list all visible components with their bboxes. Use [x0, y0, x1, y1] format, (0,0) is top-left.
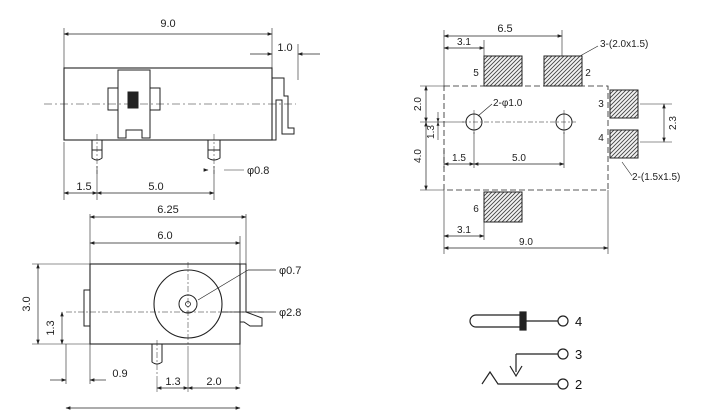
fp-dim-left-lower: 4.0 — [413, 149, 424, 163]
side-dim-pin-offset: 1.5 — [76, 181, 91, 193]
front-dim-pin-hole: φ0.7 — [279, 265, 301, 277]
fp-dim-hole-offset: 1.5 — [452, 153, 466, 164]
fp-dim-hole-pitch: 5.0 — [512, 153, 526, 164]
pcb-footprint — [420, 30, 672, 254]
schematic-pin-4: 4 — [575, 314, 582, 329]
side-dim-tab: 1.0 — [277, 42, 292, 54]
pad-5 — [483, 55, 523, 87]
pad-6 — [483, 191, 523, 223]
front-view — [32, 214, 276, 410]
side-dim-pin-pitch: 5.0 — [148, 181, 163, 193]
fp-dim-pad-offset-top: 3.1 — [457, 37, 471, 48]
front-dim-overall-width: 6.25 — [157, 204, 178, 216]
side-view — [44, 28, 320, 200]
fp-hole-label: 2-φ1.0 — [493, 98, 523, 109]
schematic-pin-3: 3 — [575, 347, 582, 362]
schematic-symbol — [469, 311, 569, 390]
pad-3 — [609, 89, 639, 119]
side-dim-pin-dia: φ0.8 — [247, 165, 269, 177]
front-dim-center-height: 1.3 — [45, 320, 57, 335]
fp-dim-pad-span: 6.5 — [497, 23, 512, 35]
side-dim-length: 9.0 — [160, 18, 175, 30]
fp-dim-overall: 9.0 — [519, 237, 533, 248]
fp-dim-left-small: 1.3 — [426, 125, 437, 139]
front-dim-pin-to-edge: 2.0 — [206, 376, 221, 388]
front-dim-pin-offset: 1.3 — [165, 376, 180, 388]
schematic-pin-2: 2 — [575, 377, 582, 392]
fp-pad-number-2: 2 — [585, 68, 591, 79]
front-dim-left-offset: 0.9 — [112, 368, 127, 380]
front-dim-height: 3.0 — [21, 296, 33, 311]
front-dim-opening: φ2.8 — [279, 307, 301, 319]
fp-pad-number-4: 4 — [598, 133, 604, 144]
fp-pad-label-top: 3-(2.0x1.5) — [600, 39, 648, 50]
front-dim-body-width: 6.0 — [157, 230, 172, 242]
fp-dim-pad-offset-bottom: 3.1 — [457, 225, 471, 236]
pad-4 — [609, 129, 639, 159]
fp-pad-number-6: 6 — [473, 204, 479, 215]
fp-pad-number-3: 3 — [598, 99, 604, 110]
fp-pad-number-5: 5 — [473, 68, 479, 79]
fp-pad-label-right: 2-(1.5x1.5) — [632, 172, 680, 183]
pad-2 — [543, 55, 583, 87]
fp-dim-right: 2.3 — [668, 116, 679, 130]
fp-dim-left-upper: 2.0 — [413, 97, 424, 111]
